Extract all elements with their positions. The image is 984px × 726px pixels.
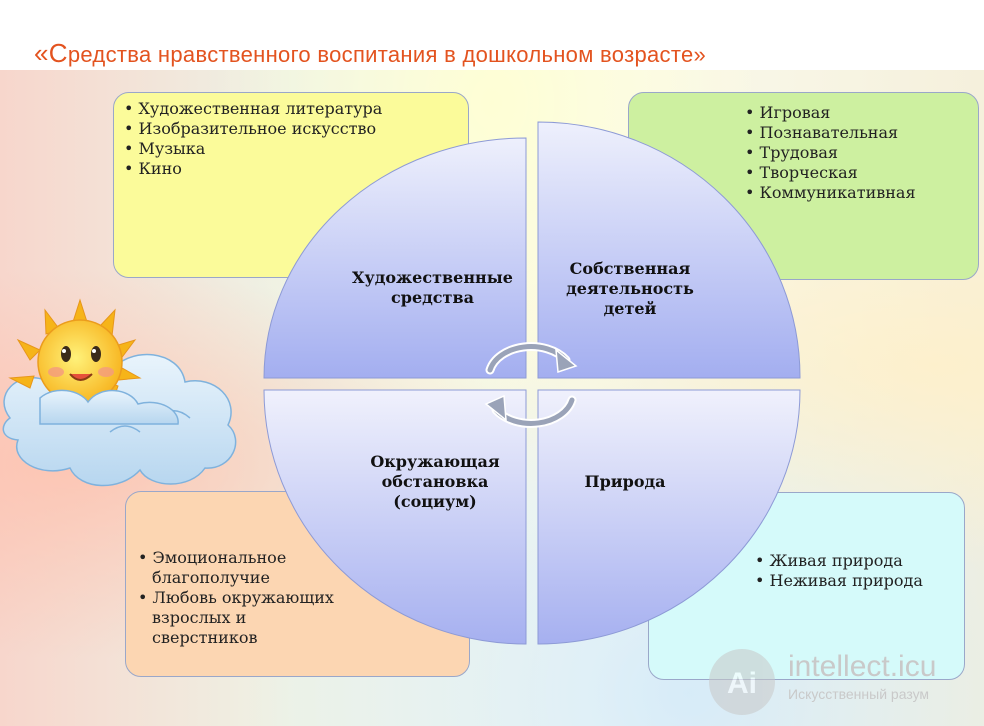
list-item: Музыка [124, 139, 382, 159]
watermark-logo-icon: Ai [709, 649, 775, 715]
list-item: Неживая природа [755, 571, 923, 591]
list-item: Кино [124, 159, 382, 179]
watermark-tagline: Искусственный разум [788, 686, 930, 702]
cycle-arrows-icon [484, 342, 578, 428]
list-item: Творческая [745, 163, 916, 183]
list-item: Изобразительное искусство [124, 119, 382, 139]
quadrant-environment [263, 389, 527, 645]
quadrant-label-activity: Собственная деятельность детей [566, 259, 694, 318]
cloud-front [39, 389, 179, 425]
list-nature: Живая природа Неживая природа [755, 551, 923, 591]
list-item: Художественная литература [124, 99, 383, 119]
watermark-brand: intellect.icu [788, 650, 937, 683]
sun-icon [8, 298, 142, 406]
quadrant-label-environment: Окружающая обстановка (социум) [370, 452, 500, 511]
quadrant-label-nature: Природа [584, 472, 666, 491]
quadrant-label-art-means: Художественные средства [352, 268, 513, 307]
list-art-means: Художественная литература Изобразительно… [124, 99, 383, 179]
list-activity: Игровая Познавательная Трудовая Творческ… [745, 103, 916, 203]
list-environment: Эмоциональное благополучие Любовь окружа… [138, 548, 352, 648]
quadrant-activity [537, 121, 801, 379]
list-item: Трудовая [745, 143, 916, 163]
svg-text:Ai: Ai [727, 667, 757, 700]
list-item: Игровая [745, 103, 916, 123]
quadrant-art-means [263, 137, 527, 379]
list-item: Эмоциональное благополучие [138, 548, 312, 588]
quadrant-nature [537, 389, 801, 645]
page-title: «Средства нравственного воспитания в дош… [34, 38, 707, 68]
list-item: Любовь окружающих взрослых и сверстников [138, 588, 352, 648]
list-item: Коммуникативная [745, 183, 916, 203]
list-item: Живая природа [755, 551, 923, 571]
list-item: Познавательная [745, 123, 916, 143]
